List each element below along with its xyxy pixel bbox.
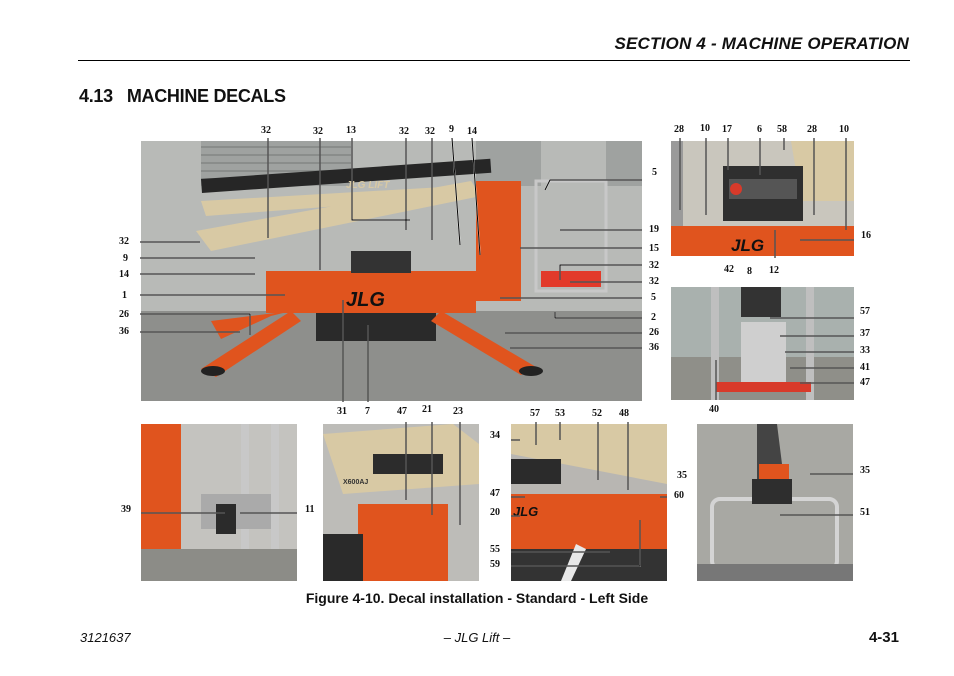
callout-label: 48 xyxy=(619,408,629,419)
top-right-logo-text: JLG xyxy=(731,236,764,255)
callout-label: 23 xyxy=(453,406,463,417)
callout-label: 37 xyxy=(860,328,870,339)
figure-caption: Figure 4-10. Decal installation - Standa… xyxy=(305,590,649,606)
callout-label: 14 xyxy=(119,269,129,280)
callout-label: 10 xyxy=(700,123,710,134)
callout-label: 31 xyxy=(337,406,347,417)
callout-label: 9 xyxy=(449,124,454,135)
callout-label: 32 xyxy=(261,125,271,136)
callout-label: 17 xyxy=(722,124,732,135)
header-rule xyxy=(78,60,910,61)
callout-label: 26 xyxy=(649,327,659,338)
callout-label: 13 xyxy=(346,125,356,136)
heading-number: 4.13 xyxy=(79,86,113,106)
main-brand-text: JLG LIFT xyxy=(346,180,390,191)
callout-label: 2 xyxy=(651,312,656,323)
callout-label: 7 xyxy=(365,406,370,417)
section-title: SECTION 4 - MACHINE OPERATION xyxy=(614,34,909,53)
callout-label: 19 xyxy=(649,224,659,235)
photo-bottom-front-basket xyxy=(697,424,853,581)
callout-label: 57 xyxy=(530,408,540,419)
callout-label: 32 xyxy=(649,276,659,287)
callout-label: 40 xyxy=(709,404,719,415)
callout-label: 59 xyxy=(490,559,500,570)
callout-label: 32 xyxy=(649,260,659,271)
footer-doc-number: 3121637 xyxy=(80,630,131,645)
callout-label: 60 xyxy=(674,490,684,501)
callout-label: 14 xyxy=(467,126,477,137)
callout-label: 58 xyxy=(777,124,787,135)
callout-label: 28 xyxy=(807,124,817,135)
photo-bottom-chassis: JLG xyxy=(511,424,667,581)
callout-label: 41 xyxy=(860,362,870,373)
callout-label: 35 xyxy=(677,470,687,481)
callout-label: 36 xyxy=(649,342,659,353)
callout-label: 32 xyxy=(119,236,129,247)
photo-bottom-turret: X600AJ xyxy=(323,424,479,581)
callout-label: 26 xyxy=(119,309,129,320)
callout-label: 21 xyxy=(422,404,432,415)
callout-label: 36 xyxy=(119,326,129,337)
callout-label: 20 xyxy=(490,507,500,518)
callout-label: 10 xyxy=(839,124,849,135)
callout-label: 32 xyxy=(425,126,435,137)
callout-label: 32 xyxy=(399,126,409,137)
callout-label: 47 xyxy=(397,406,407,417)
main-logo-text: JLG xyxy=(346,289,385,311)
photo-bottom-basket xyxy=(141,424,297,581)
callout-label: 11 xyxy=(305,504,315,515)
callout-label: 33 xyxy=(860,345,870,356)
page-heading: 4.13 MACHINE DECALS xyxy=(79,86,286,107)
footer-page-number: 4-31 xyxy=(868,629,899,646)
callout-label: 32 xyxy=(313,126,323,137)
bottom-2-model-text: X600AJ xyxy=(343,479,368,486)
callout-label: 52 xyxy=(592,408,602,419)
callout-label: 28 xyxy=(674,124,684,135)
callout-label: 1 xyxy=(122,290,127,301)
photo-main-left-side: JLG JLG LIFT xyxy=(141,141,642,401)
callout-label: 47 xyxy=(490,488,500,499)
callout-label: 35 xyxy=(860,465,870,476)
callout-label: 34 xyxy=(490,430,500,441)
callout-label: 16 xyxy=(861,230,871,241)
callout-label: 5 xyxy=(652,167,657,178)
callout-label: 53 xyxy=(555,408,565,419)
bottom-3-logo-text: JLG xyxy=(513,504,538,519)
callout-label: 12 xyxy=(769,265,779,276)
callout-label: 47 xyxy=(860,377,870,388)
callout-label: 39 xyxy=(121,504,131,515)
callout-label: 9 xyxy=(123,253,128,264)
callout-label: 8 xyxy=(747,266,752,277)
callout-label: 42 xyxy=(724,264,734,275)
callout-label: 57 xyxy=(860,306,870,317)
callout-label: 6 xyxy=(757,124,762,135)
callout-label: 51 xyxy=(860,507,870,518)
callout-label: 55 xyxy=(490,544,500,555)
heading-title: MACHINE DECALS xyxy=(126,86,286,106)
photo-platform-rear xyxy=(671,287,854,400)
callout-label: 5 xyxy=(651,292,656,303)
callout-label: 15 xyxy=(649,243,659,254)
photo-platform-controls: JLG xyxy=(671,141,854,256)
footer-center-text: – JLG Lift – xyxy=(443,630,511,645)
